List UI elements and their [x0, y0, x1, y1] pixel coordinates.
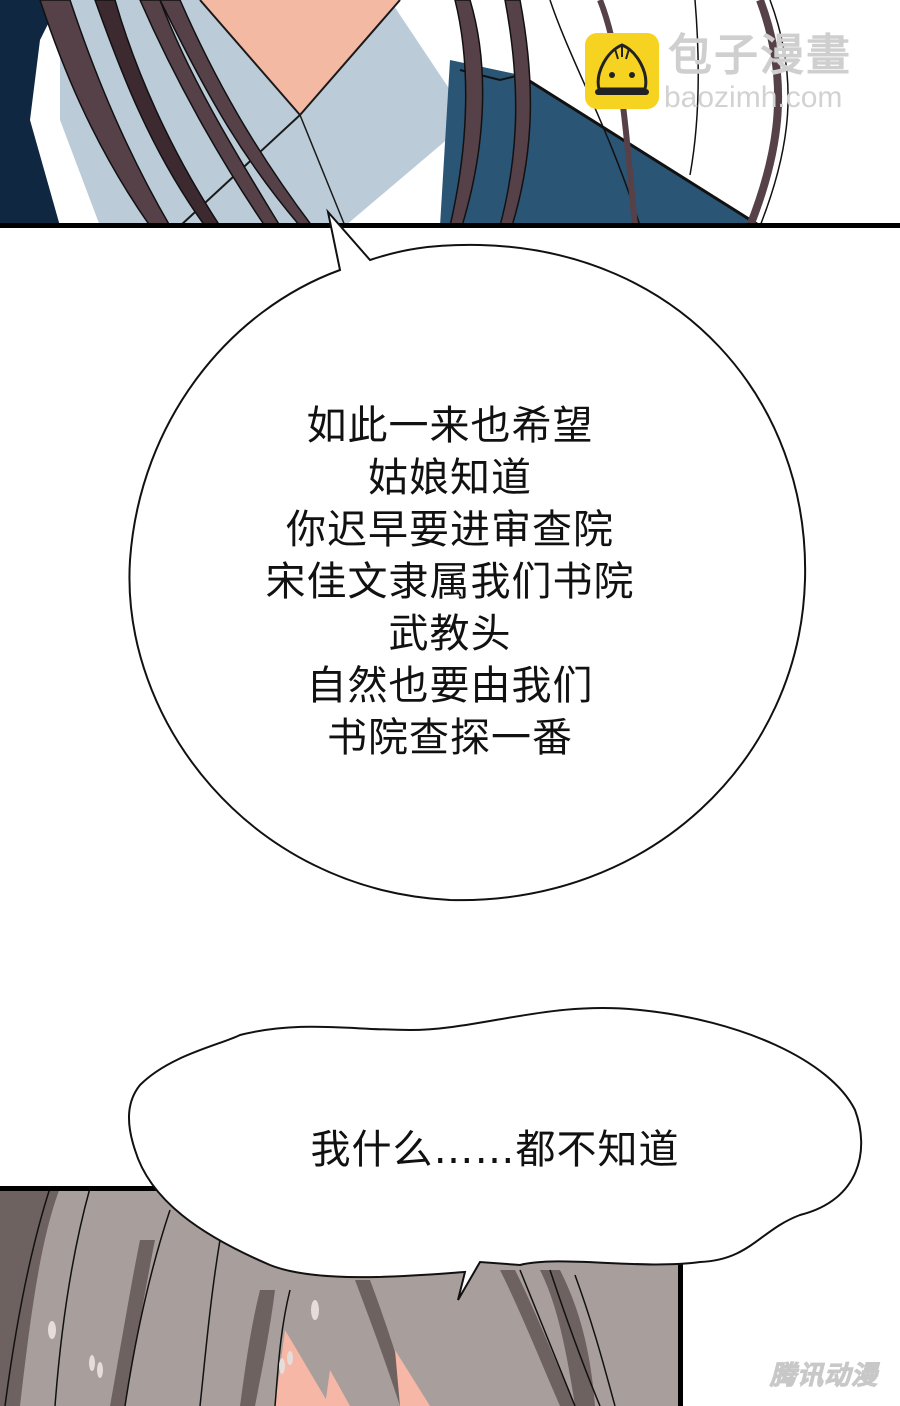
- bubble-1-line: 你迟早要进审查院: [286, 507, 614, 553]
- watermark-site-url: baozimh.com: [664, 81, 843, 114]
- speech-bubble-2-text: 我什么……都不知道: [300, 1124, 690, 1176]
- top-panel-art: [0, 0, 900, 230]
- speech-bubble-1-text: 如此一来也希望 姑娘知道 你迟早要进审查院 宋佳文隶属我们书院 武教头 自然也要…: [240, 400, 660, 764]
- bubble-1-line: 姑娘知道: [368, 455, 532, 501]
- bubble-1-line: 宋佳文隶属我们书院: [265, 559, 635, 605]
- bubble-2-line: 我什么……都不知道: [310, 1127, 680, 1173]
- bubble-1-line: 如此一来也希望: [306, 403, 594, 449]
- watermark-site-title: 包子漫畫: [668, 30, 852, 81]
- bubble-1-line: 书院查探一番: [327, 715, 573, 761]
- baozi-logo-icon: [585, 33, 659, 109]
- speech-bubble-1-shape: [128, 208, 807, 902]
- bubble-1-line: 武教头: [388, 611, 512, 657]
- watermark-publisher: 腾讯动漫: [769, 1361, 879, 1392]
- bottom-panel-art: [0, 1180, 900, 1406]
- bubble-1-line: 自然也要由我们: [306, 663, 594, 709]
